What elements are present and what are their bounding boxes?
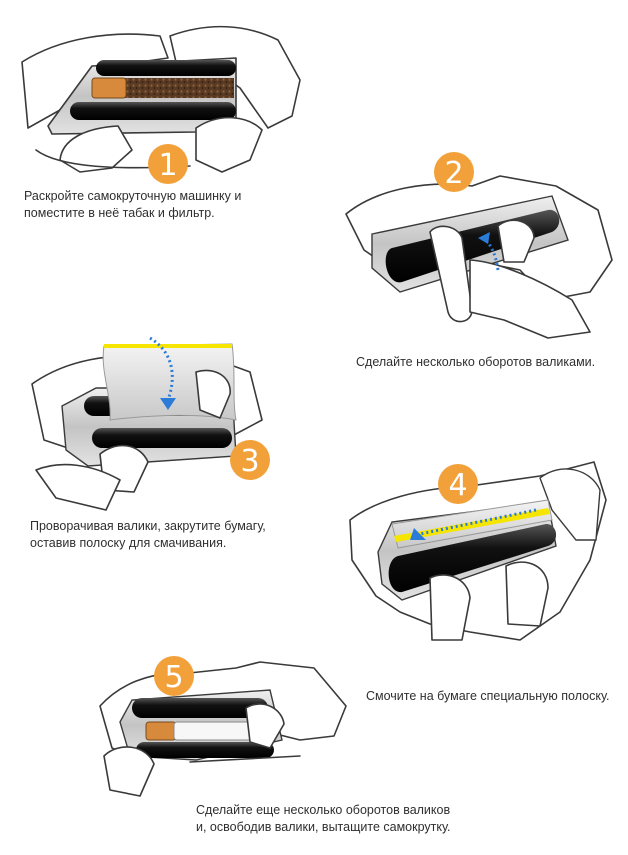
step-4-caption: Смочите на бумаге специальную полоску. (366, 688, 609, 705)
step-5-badge (154, 656, 194, 696)
bottom-roller (136, 742, 274, 758)
bottom-roller (70, 102, 236, 120)
step-1-caption-line-1: Раскройте самокруточную машинку и (24, 189, 242, 203)
step-3-number: 3 (240, 444, 259, 479)
filter (91, 77, 127, 99)
step-3-illustration: 3 (31, 336, 270, 511)
step-3-caption-line-2: оставив полоску для смачивания. (30, 536, 227, 550)
step-2-caption: Сделайте несколько оборотов валиками. (356, 354, 595, 371)
roller (388, 524, 557, 593)
step-1-caption: Раскройте самокруточную машинку и помест… (24, 188, 241, 222)
step-5-caption-line-2: и, освободив валики, вытащите самокрутку… (196, 820, 451, 834)
tongue-lick (539, 468, 601, 541)
step-2-number: 2 (444, 156, 463, 191)
step-3-caption: Проворачивая валики, закрутите бумагу, о… (30, 518, 266, 552)
step-4-badge (438, 464, 478, 504)
step-2-badge (434, 152, 474, 192)
bottom-roller (92, 428, 232, 448)
step-4-caption-line-1: Смочите на бумаге специальную полоску. (366, 689, 610, 703)
step-5-number: 5 (164, 660, 183, 695)
step-5-caption-line-1: Сделайте еще несколько оборотов валиков (196, 803, 451, 817)
step-2-caption-line-1: Сделайте несколько оборотов валиками. (356, 355, 596, 369)
step-1-illustration: 1 (21, 25, 301, 184)
step-4-illustration: 4 (349, 461, 607, 641)
step-5-caption: Сделайте еще несколько оборотов валиков … (196, 802, 450, 836)
cigarette-filter (145, 721, 177, 741)
tobacco (124, 78, 234, 98)
step-3-badge (230, 440, 270, 480)
step-1-number: 1 (158, 148, 177, 183)
step-2-illustration: 2 (345, 152, 613, 339)
top-roller (132, 698, 268, 718)
step-4-number: 4 (448, 468, 467, 503)
step-5-illustration: 5 (99, 656, 347, 797)
step-3-caption-line-1: Проворачивая валики, закрутите бумагу, (30, 519, 266, 533)
top-roller (96, 60, 236, 76)
glue-strip (104, 344, 232, 348)
step-1-badge (148, 144, 188, 184)
step-1-caption-line-2: поместите в неё табак и фильтр. (24, 206, 215, 220)
